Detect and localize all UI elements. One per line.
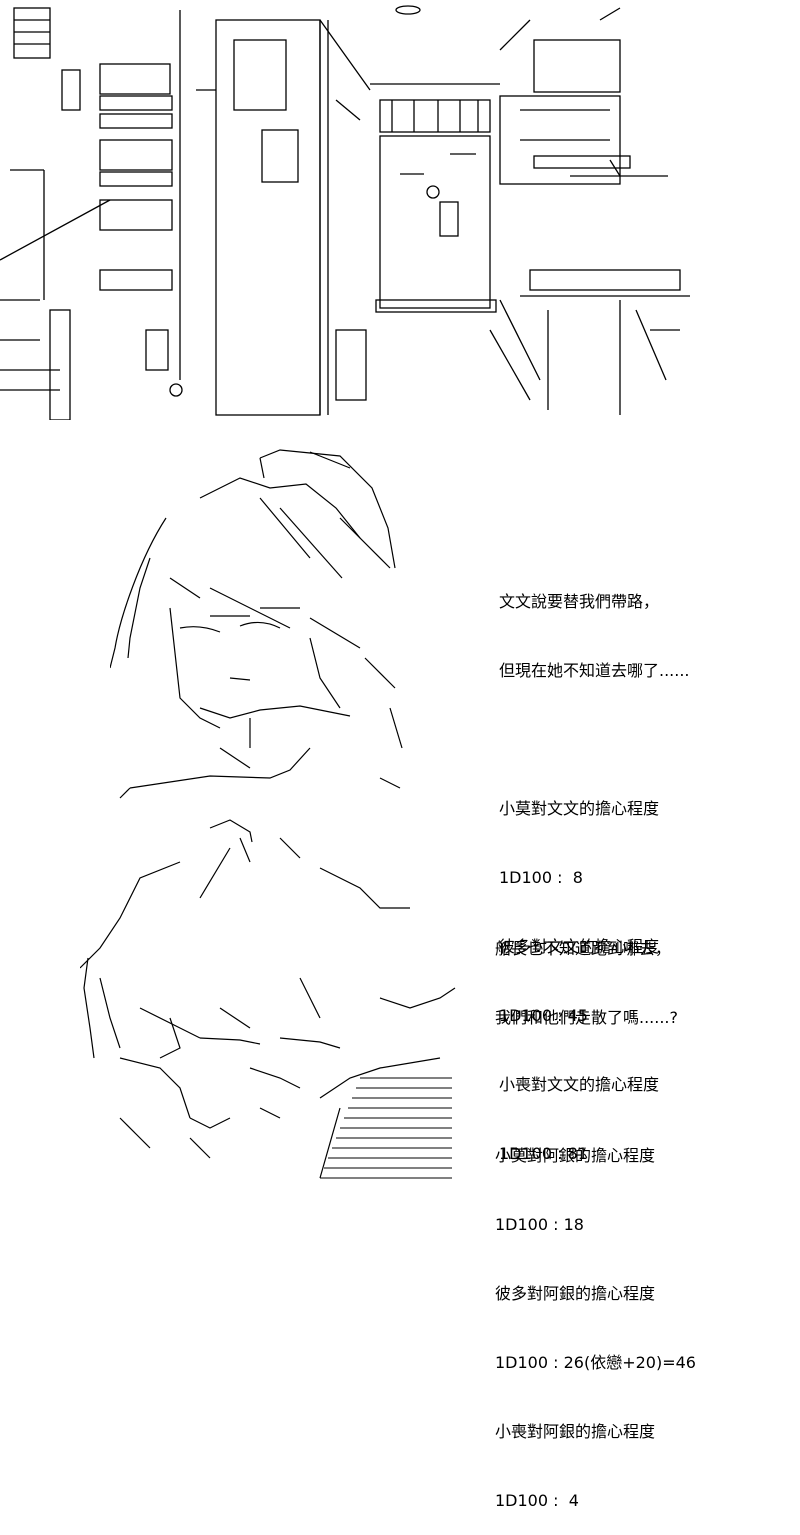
shop-entrance <box>370 5 500 313</box>
text-line: 小喪對阿銀的擔心程度 <box>495 1422 656 1441</box>
text-line: 小莫對文文的擔心程度 <box>499 799 660 818</box>
dice-roll-result: 1D100 : 81 <box>499 1144 588 1163</box>
text-line <box>499 728 690 751</box>
right-building <box>489 7 690 415</box>
wenwen-character-ascii-art <box>110 448 405 806</box>
silver-character-ascii-art <box>80 818 460 1183</box>
dice-roll-result: 1D100 : 18 <box>495 1215 584 1234</box>
dice-roll-result: 1D100 : 4 <box>495 1491 579 1510</box>
text-line: 小喪對文文的擔心程度 <box>499 1075 660 1094</box>
dice-roll-result: 1D100 : 45 <box>499 1006 588 1025</box>
dice-roll-result: 1D100 : 8 <box>499 868 583 887</box>
silver-worry-text-block: 船長也不知道跑到哪去， 我們和他們走散了嗎......? 小莫對阿銀的擔心程度 … <box>495 891 696 1535</box>
text-line: 彼多對阿銀的擔心程度 <box>495 1284 656 1303</box>
text-line: 船長也不知道跑到哪去， <box>495 939 672 958</box>
text-line: 文文說要替我們帶路， <box>499 592 660 611</box>
text-line: 我們和他們走散了嗎......? <box>495 1008 679 1027</box>
text-line <box>495 1075 696 1098</box>
street-scene-ascii-art <box>0 0 690 420</box>
wenwen-worry-text-block: 文文說要替我們帶路， 但現在她不知道去哪了...... 小莫對文文的擔心程度 1… <box>499 544 690 1188</box>
text-line: 彼多對文文的擔心程度 <box>499 937 660 956</box>
dice-roll-result: 1D100 : 26(依戀+20)=46 <box>495 1353 696 1372</box>
text-line: 小莫對阿銀的擔心程度 <box>495 1146 656 1165</box>
left-building <box>0 7 216 420</box>
central-building <box>215 19 371 416</box>
text-line: 但現在她不知道去哪了...... <box>499 661 690 680</box>
